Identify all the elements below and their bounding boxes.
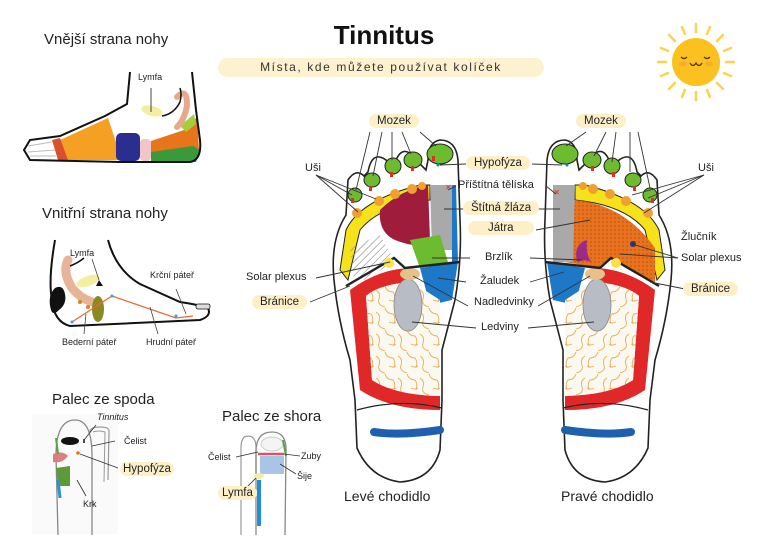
left-sole-caption: Levé chodidlo [344,488,431,504]
diaphragm-label-left: Bránice [252,295,307,309]
outer-lymph-label: Lymfa [138,72,163,82]
tinnitus-label: Tinnitus [97,412,129,422]
thoracic-spine-label: Hrudní páteř [146,337,197,347]
diaphragm-label-right: Bránice [683,282,738,296]
toe-top-lymph-label: Lymfa [218,486,257,500]
toe-bottom-pituitary-label: Hypofýza [120,462,174,476]
brain-label-right: Mozek [576,114,626,128]
page-title: Tinnitus [333,20,435,50]
teeth-label: Zuby [301,451,322,461]
right-sole-caption: Pravé chodidlo [561,488,654,504]
pituitary-label: Hypofýza [466,156,530,170]
neck-label: Krk [83,499,97,509]
toe-top-jaw-label: Čelist [208,452,231,462]
brain-label-left: Mozek [369,114,419,128]
outer-foot-title: Vnější strana nohy [44,31,169,48]
lumbar-spine-label: Bederní páteř [62,337,117,347]
adrenals-label: Nadledvinky [474,296,534,308]
solar-plexus-label-left: Solar plexus [246,271,307,283]
stomach-label: Žaludek [480,275,520,287]
gallbladder-label: Žlučník [681,231,717,243]
left-sole: ✕ [332,139,462,483]
svg-text:✕: ✕ [553,188,560,197]
solar-plexus-label-right: Solar plexus [681,252,742,264]
liver-label: Játra [468,221,534,235]
thymus-label: Brzlík [485,251,513,263]
kidneys-label: Ledviny [481,321,519,333]
inner-lymph-label: Lymfa [70,248,95,258]
toe-bottom-title: Palec ze spoda [52,391,155,408]
nape-label: Šije [297,471,313,481]
toe-top-title: Palec ze shora [222,408,322,425]
ears-label-right: Uši [698,162,714,174]
subtitle-banner: Místa, kde můžete používat kolíček [218,58,544,77]
parathyroid-label: Příštítná tělíska [458,179,534,191]
toe-bottom-jaw-label: Čelist [124,436,147,446]
cervical-spine-label: Krční páteř [150,270,195,280]
ears-label-left: Uši [305,162,321,174]
right-sole: ✕ [543,139,673,483]
thyroid-label: Štítná žláza [463,201,540,215]
svg-text:✕: ✕ [445,183,452,192]
inner-foot-title: Vnitřní strana nohy [42,205,168,222]
